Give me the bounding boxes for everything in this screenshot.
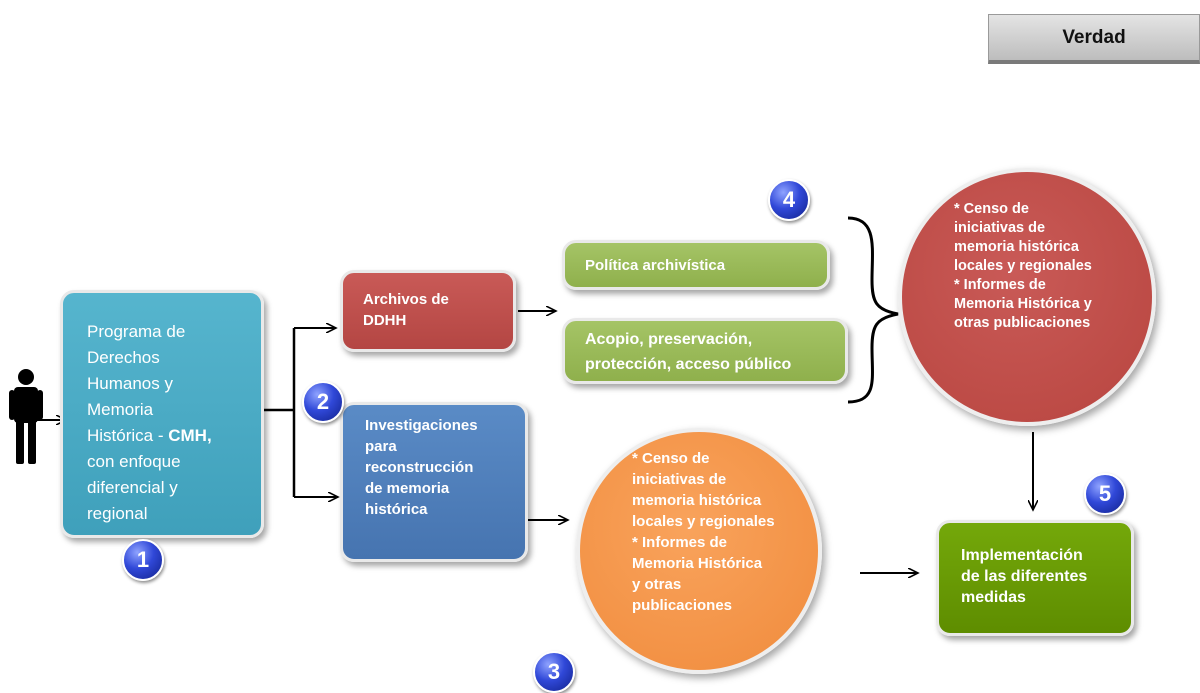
badge-1-number: 1 (136, 547, 150, 572)
badge-5-number: 5 (1098, 481, 1112, 506)
investigaciones-box: Investigaciones para reconstrucción de m… (340, 402, 528, 562)
badge-4-number: 4 (782, 187, 796, 212)
person-icon (9, 369, 43, 464)
politica-box: Política archivística (562, 240, 830, 290)
badge-3-number: 3 (547, 659, 561, 684)
archivos-box: Archivos de DDHH (340, 270, 516, 352)
step-badge-2: 2 (302, 381, 344, 423)
step-badge-4: 4 (768, 179, 810, 221)
badge-2-number: 2 (316, 389, 330, 414)
implementacion-label: Implementación de las diferentes medidas (961, 547, 1088, 606)
acopio-box: Acopio, preservación, protección, acceso… (562, 318, 848, 384)
politica-label: Política archivística (585, 256, 726, 274)
orange-circle-text: * Censo de iniciativas de memoria histór… (632, 450, 775, 614)
program-box: Programa de Derechos Humanos y Memoria H… (60, 290, 264, 538)
step-badge-1: 1 (122, 539, 164, 581)
orange-results-circle: * Censo de iniciativas de memoria histór… (576, 428, 822, 674)
archivos-label: Archivos de DDHH (363, 291, 449, 329)
acopio-label: Acopio, preservación, protección, acceso… (585, 331, 792, 373)
step-badge-5: 5 (1084, 473, 1126, 515)
step-badge-3: 3 (533, 651, 575, 693)
red-results-circle: * Censo de iniciativas de memoria histór… (898, 168, 1156, 426)
program-text-before: Programa de Derechos Humanos y Memoria H… (87, 322, 186, 445)
red-circle-text: * Censo de iniciativas de memoria histór… (954, 201, 1092, 331)
verdad-header: Verdad (988, 14, 1200, 64)
investigaciones-label: Investigaciones para reconstrucción de m… (365, 417, 478, 518)
program-text-after: con enfoque diferencial y regional (87, 452, 181, 523)
program-text-bold: CMH, (168, 426, 212, 445)
verdad-label: Verdad (1062, 26, 1126, 48)
implementacion-box: Implementación de las diferentes medidas (936, 520, 1134, 636)
curly-brace (847, 216, 899, 404)
